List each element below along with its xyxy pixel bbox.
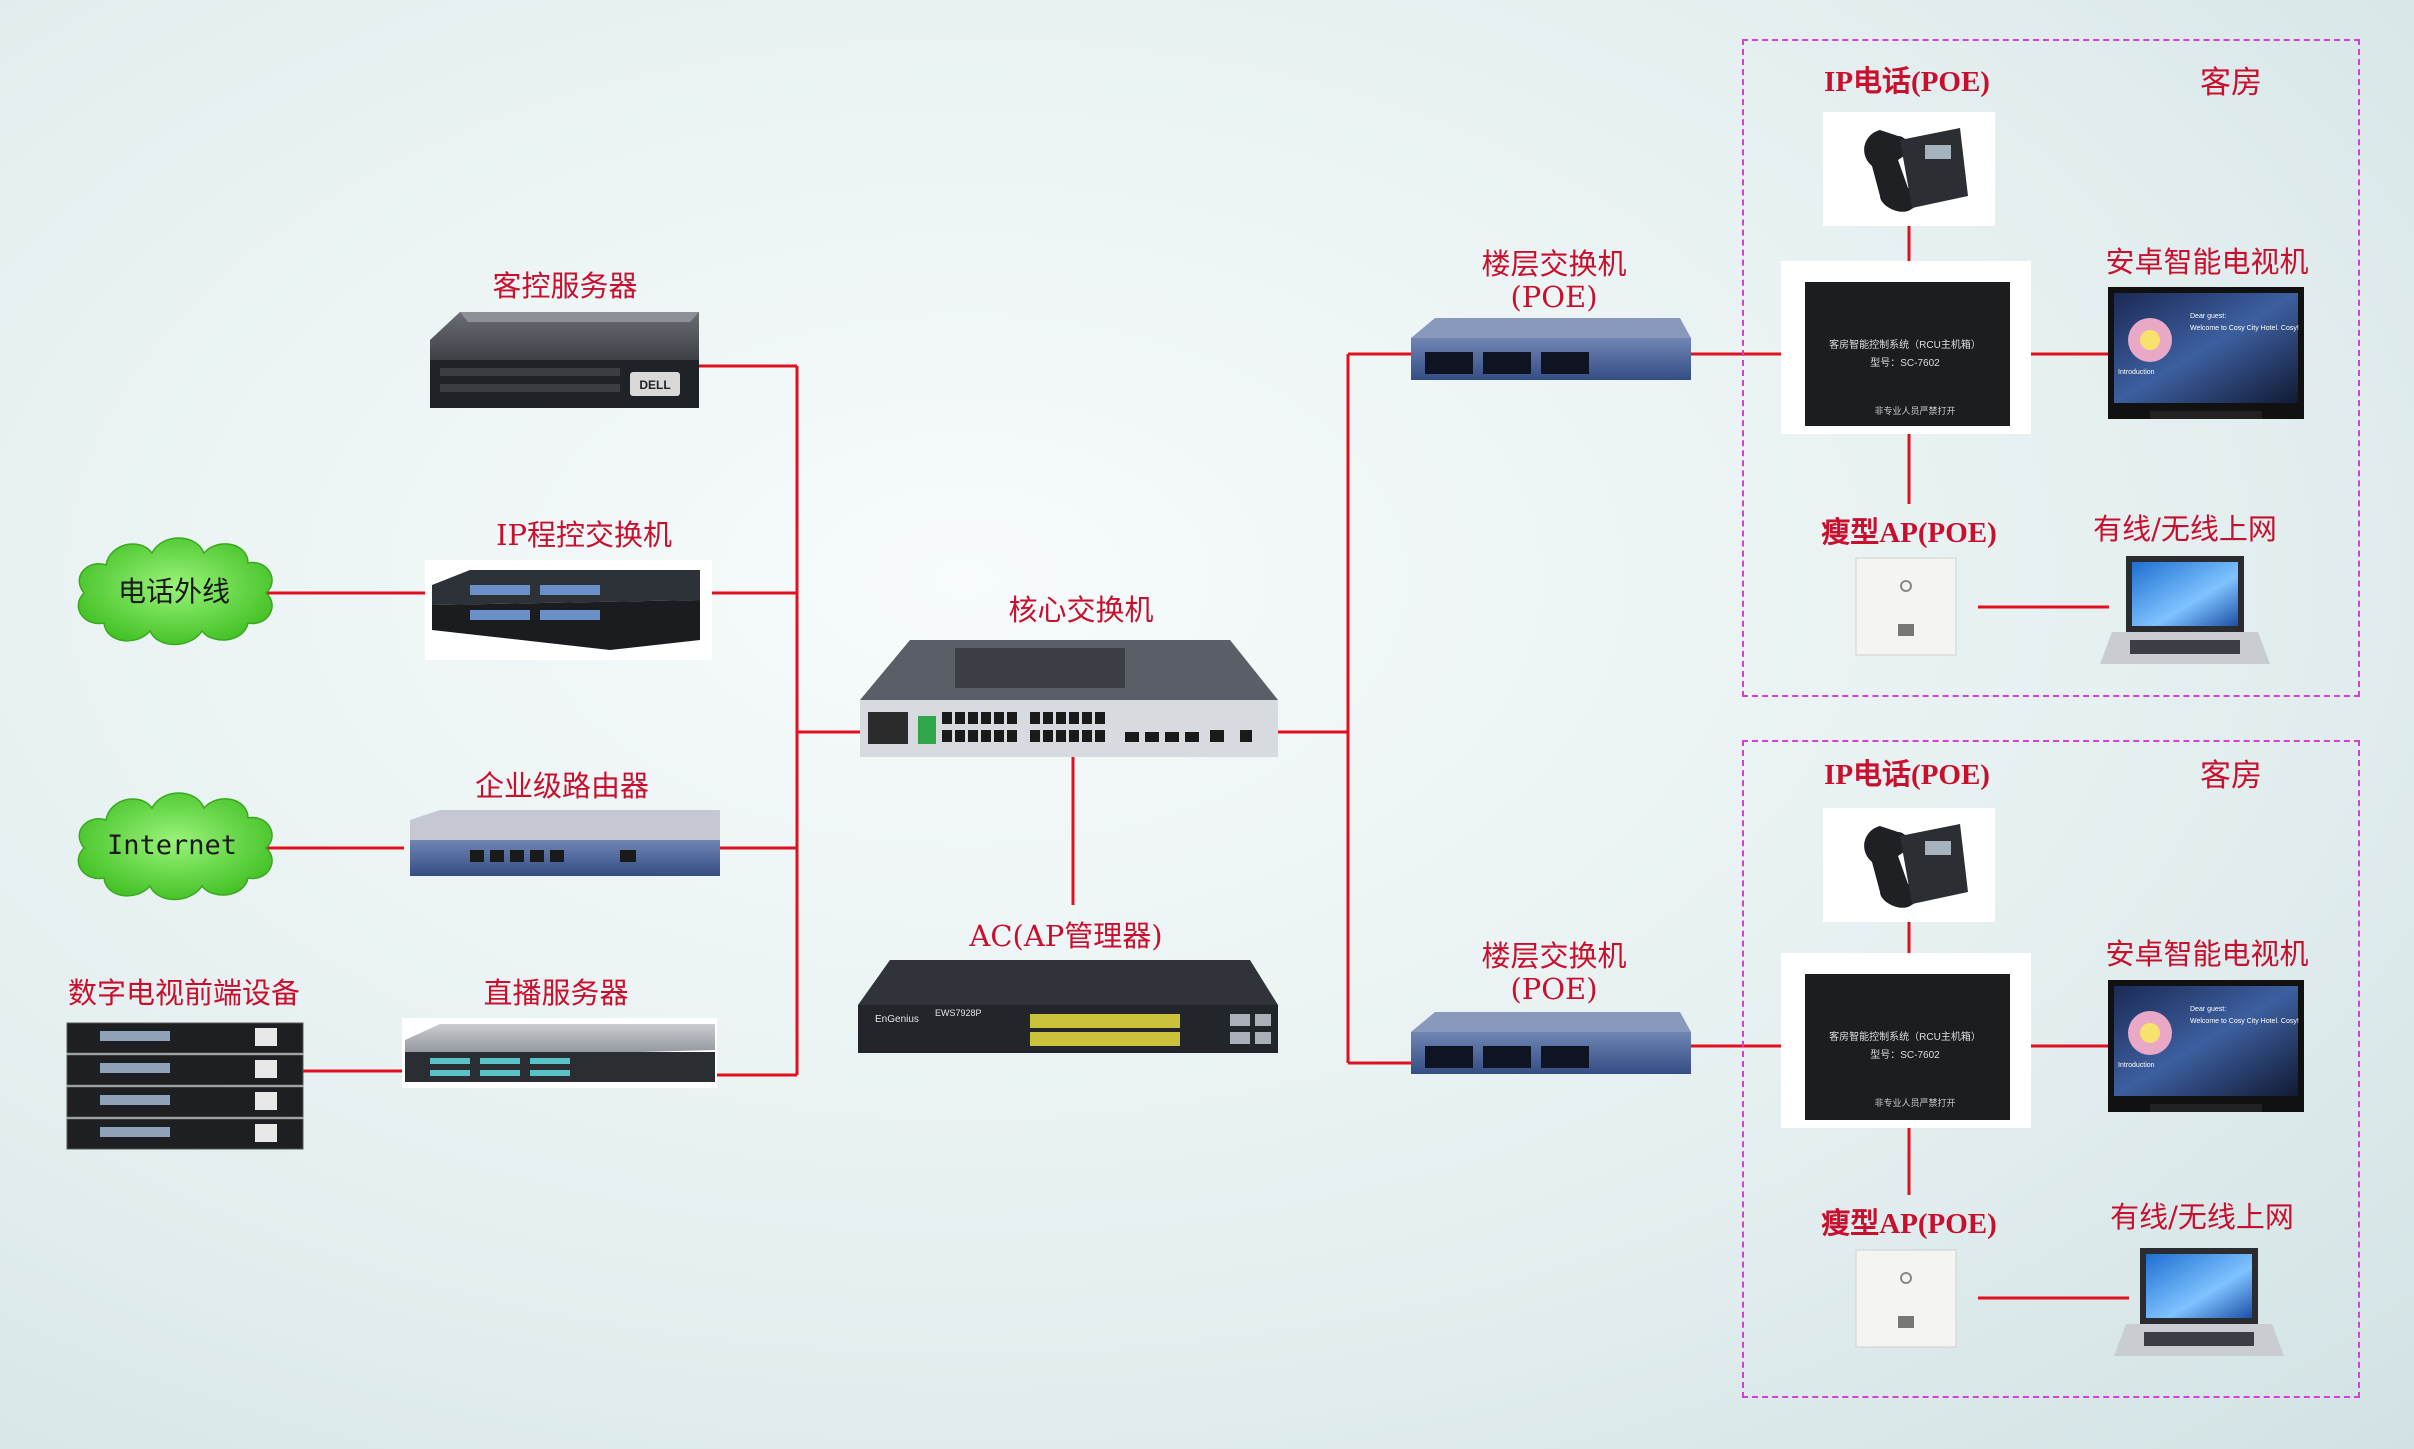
tv-1-line3: Introduction xyxy=(2118,369,2155,376)
rcu-1-line1: 客房智能控制系统（RCU主机箱） xyxy=(1829,338,1981,351)
rcu-2-line2: 型号：SC-7602 xyxy=(1870,1048,1940,1061)
ac-model-text: EWS7928P xyxy=(935,1008,982,1018)
laptop-1-label: 有线/无线上网 xyxy=(2093,512,2277,546)
floor-switch-2-label: 楼层交换机 (POE) xyxy=(1481,939,1627,1007)
ac-manager-label: AC(AP管理器) xyxy=(969,919,1163,953)
smart-tv-1-label: 安卓智能电视机 xyxy=(2105,245,2309,279)
rcu-box-2-device: 客房智能控制系统（RCU主机箱） 型号：SC-7602 非专业人员严禁打开 xyxy=(1781,953,2031,1128)
tv-2-line1: Dear guest: xyxy=(2190,1006,2226,1013)
rcu-1-line2: 型号：SC-7602 xyxy=(1870,356,1940,369)
tv-2-line3: Introduction xyxy=(2118,1062,2155,1069)
guest-room-2-boundary xyxy=(1742,740,2360,1398)
enterprise-router-label: 企业级路由器 xyxy=(474,769,650,803)
thin-ap-2-device xyxy=(1855,1249,1957,1348)
ip-phone-2-device xyxy=(1823,808,1995,922)
guest-server-label: 客控服务器 xyxy=(492,269,638,303)
ac-brand-text: EnGenius xyxy=(875,1014,919,1025)
rcu-2-warning: 非专业人员严禁打开 xyxy=(1874,1097,1955,1108)
rcu-box-1-device: 客房智能控制系统（RCU主机箱） 型号：SC-7602 非专业人员严禁打开 xyxy=(1781,261,2031,434)
thin-ap-1-label: 瘦型AP(POE) xyxy=(1821,517,1997,549)
thin-ap-2-label: 瘦型AP(POE) xyxy=(1821,1208,1997,1240)
ip-pbx-device xyxy=(425,560,712,660)
tv-1-line2: Welcome to Cosy City Hotel. Cosy! xyxy=(2190,325,2299,332)
live-server-device xyxy=(402,1018,717,1088)
phone-line-cloud-icon xyxy=(77,537,273,646)
floor-switch-2-device xyxy=(1411,1012,1691,1074)
floor-switch-2-label-line1: 楼层交换机 xyxy=(1481,939,1627,973)
rcu-1-warning: 非专业人员严禁打开 xyxy=(1874,405,1955,416)
guest-server-device: DELL xyxy=(430,312,699,408)
phone-line-label: 电话外线 xyxy=(117,575,231,608)
floor-switch-1-label: 楼层交换机 (POE) xyxy=(1481,247,1627,315)
guest-room-1-boundary xyxy=(1742,39,2360,697)
link-lines xyxy=(266,226,2129,1300)
smart-tv-2-device: Dear guest: Welcome to Cosy City Hotel. … xyxy=(2108,980,2304,1112)
tv-2-line2: Welcome to Cosy City Hotel. Cosy! xyxy=(2190,1018,2299,1025)
ip-phone-1-device xyxy=(1823,112,1995,226)
laptop-2-device xyxy=(2114,1248,2284,1356)
ac-manager-device: EnGenius EWS7928P xyxy=(858,960,1278,1053)
internet-label: Internet xyxy=(106,830,238,861)
rcu-2-line1: 客房智能控制系统（RCU主机箱） xyxy=(1829,1030,1981,1043)
core-switch-device xyxy=(860,640,1278,757)
enterprise-router-device xyxy=(410,810,720,876)
svg-text:DELL: DELL xyxy=(639,378,670,392)
dtv-headend-label: 数字电视前端设备 xyxy=(67,976,301,1010)
ip-phone-1-label: IP电话(POE) xyxy=(1824,66,1990,98)
dtv-headend-device xyxy=(66,1022,304,1150)
ip-pbx-label: IP程控交换机 xyxy=(496,518,672,552)
tv-1-line1: Dear guest: xyxy=(2190,313,2226,320)
internet-cloud-icon xyxy=(77,792,273,901)
smart-tv-2-label: 安卓智能电视机 xyxy=(2105,937,2309,971)
guest-room-1-label: 客房 xyxy=(2200,65,2262,101)
laptop-2-label: 有线/无线上网 xyxy=(2110,1200,2294,1234)
thin-ap-1-device xyxy=(1855,557,1957,656)
floor-switch-1-device xyxy=(1411,318,1691,380)
guest-room-2-label: 客房 xyxy=(2200,758,2262,794)
ip-phone-2-label: IP电话(POE) xyxy=(1824,759,1990,791)
smart-tv-1-device: Dear guest: Welcome to Cosy City Hotel. … xyxy=(2108,287,2304,419)
live-server-label: 直播服务器 xyxy=(483,976,629,1010)
floor-switch-1-label-line1: 楼层交换机 xyxy=(1481,247,1627,281)
laptop-1-device xyxy=(2100,556,2270,664)
core-switch-label: 核心交换机 xyxy=(1008,593,1154,627)
floor-switch-1-label-line2: (POE) xyxy=(1510,280,1598,315)
floor-switch-2-label-line2: (POE) xyxy=(1510,972,1598,1007)
